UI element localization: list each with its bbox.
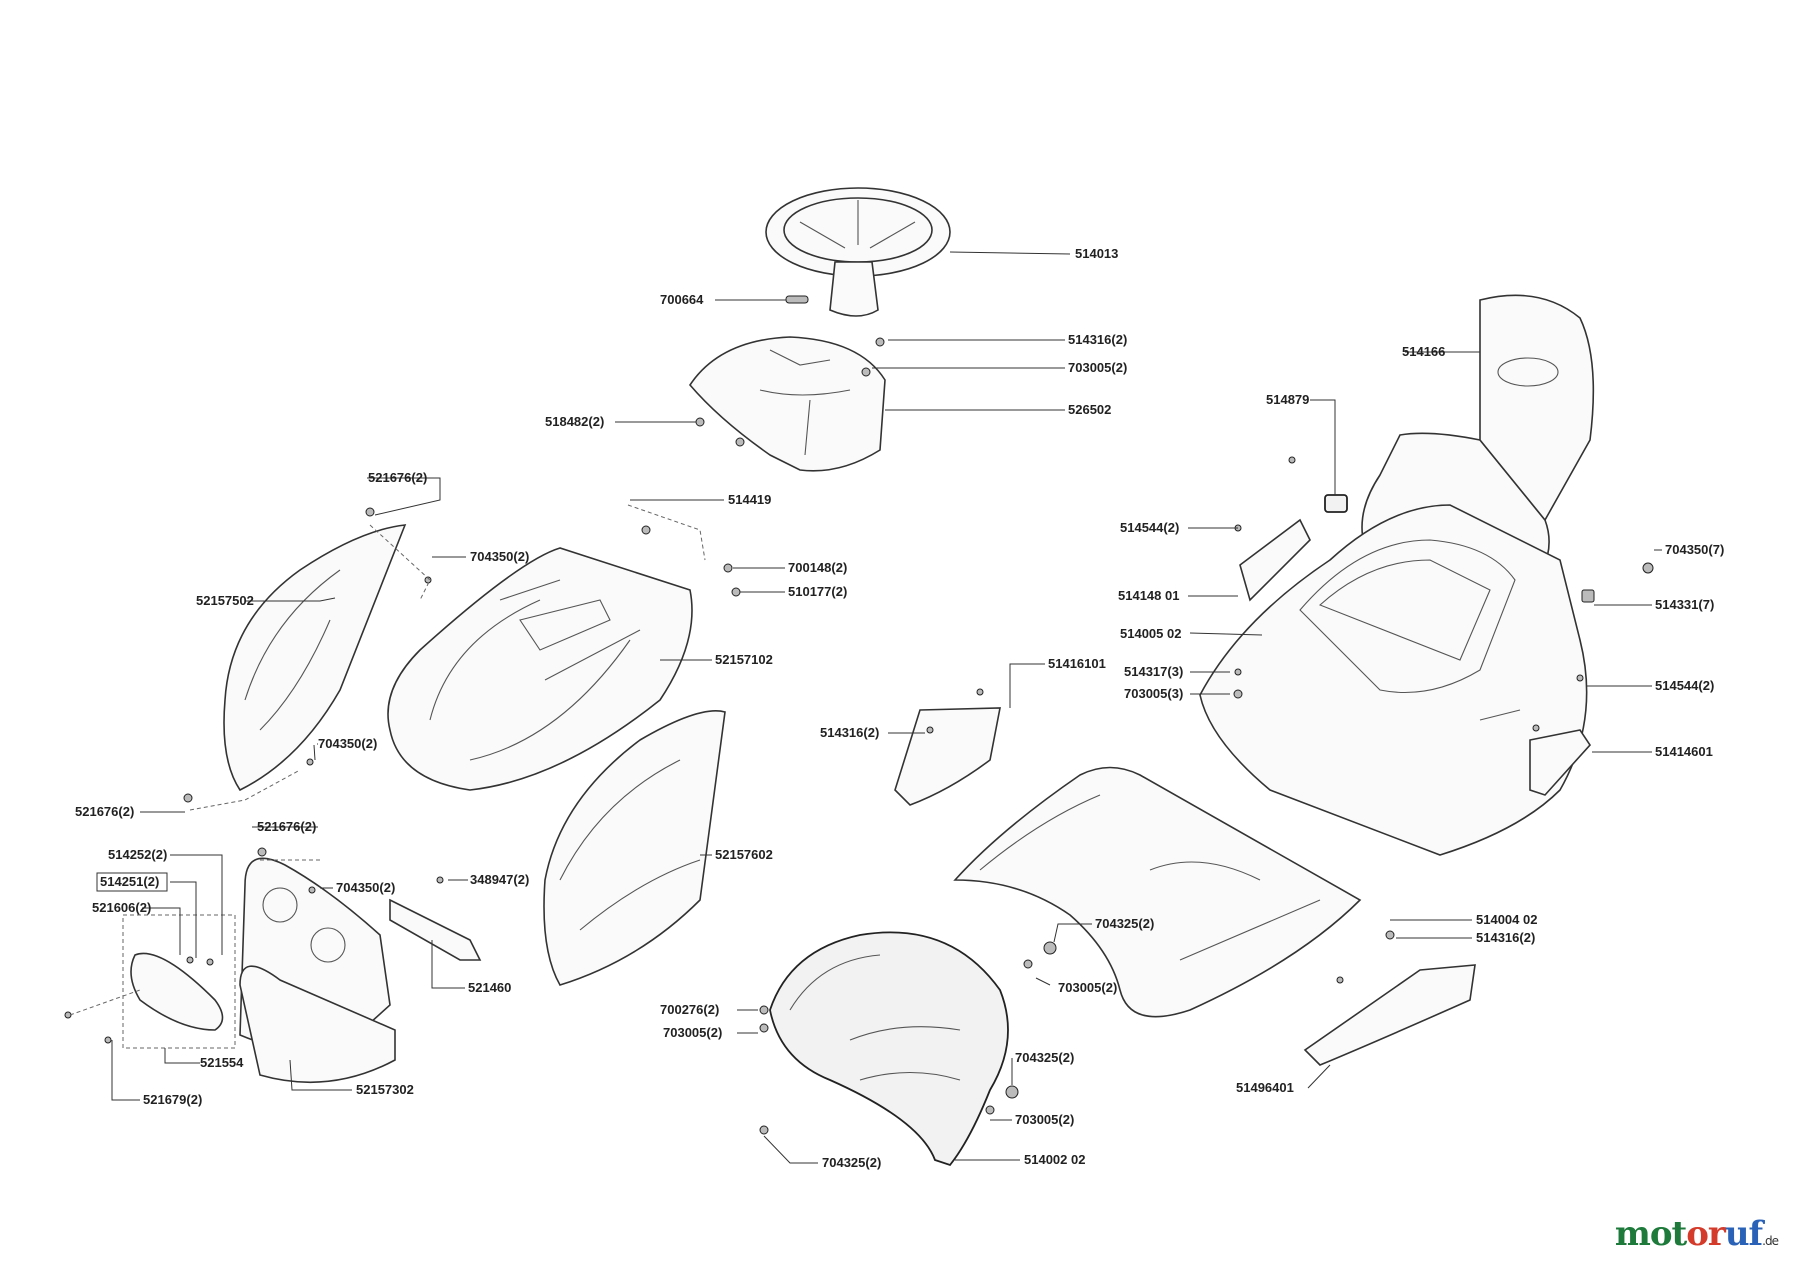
label-51416101: 51416101 <box>1048 656 1106 671</box>
label-514317: 514317(3) <box>1124 664 1183 679</box>
brand-tld: .de <box>1762 1234 1779 1248</box>
label-514005: 514005 02 <box>1120 626 1181 641</box>
fuel-cap-cover <box>1239 518 1311 602</box>
label-514316-c: 514316(2) <box>1476 930 1535 945</box>
label-51414601: 51414601 <box>1655 744 1713 759</box>
label-703005-c: 703005(2) <box>1058 980 1117 995</box>
label-514004: 514004 02 <box>1476 912 1537 927</box>
label-521679: 521679(2) <box>143 1092 202 1107</box>
rear-side-trim <box>1529 729 1592 796</box>
label-703005-b: 703005(3) <box>1124 686 1183 701</box>
label-703005-d: 703005(2) <box>663 1025 722 1040</box>
label-514544-b: 514544(2) <box>1655 678 1714 693</box>
label-521676-a: 521676(2) <box>368 470 427 485</box>
label-514002: 514002 02 <box>1024 1152 1085 1167</box>
left-side-panel <box>223 524 407 792</box>
label-704325-a: 704325(2) <box>1095 916 1154 931</box>
label-52157602: 52157602 <box>715 847 773 862</box>
label-521554: 521554 <box>200 1055 244 1070</box>
footrest-left <box>894 707 1001 806</box>
label-521676-c: 521676(2) <box>257 819 316 834</box>
label-514419: 514419 <box>728 492 771 507</box>
label-514148: 514148 01 <box>1118 588 1179 603</box>
label-521676-b: 521676(2) <box>75 804 134 819</box>
label-703005-e: 703005(2) <box>1015 1112 1074 1127</box>
label-514013: 514013 <box>1075 246 1118 261</box>
label-514316-b: 514316(2) <box>820 725 879 740</box>
label-52157302: 52157302 <box>356 1082 414 1097</box>
label-514166: 514166 <box>1402 344 1445 359</box>
label-514879: 514879 <box>1266 392 1309 407</box>
footrest-right <box>1303 964 1476 1066</box>
hood <box>387 547 693 791</box>
label-518482: 518482(2) <box>545 414 604 429</box>
label-514316-a: 514316(2) <box>1068 332 1127 347</box>
floor-pan <box>953 766 1362 1018</box>
label-703005-a: 703005(2) <box>1068 360 1127 375</box>
label-521606: 521606(2) <box>92 900 151 915</box>
leader-lines <box>111 251 1662 1164</box>
steering-wheel <box>765 187 951 317</box>
label-700664: 700664 <box>660 292 704 307</box>
right-side-panel <box>543 710 726 986</box>
label-704350-c: 704350(2) <box>336 880 395 895</box>
part-labels: 514013 700664 514316(2) 703005(2) 526502… <box>75 246 1724 1170</box>
label-514544-a: 514544(2) <box>1120 520 1179 535</box>
label-52157502: 52157502 <box>196 593 254 608</box>
front-fascia <box>769 931 1009 1167</box>
label-700276: 700276(2) <box>660 1002 719 1017</box>
label-700148: 700148(2) <box>788 560 847 575</box>
label-514252: 514252(2) <box>108 847 167 862</box>
key-part <box>785 295 809 304</box>
label-521460: 521460 <box>468 980 511 995</box>
label-526502: 526502 <box>1068 402 1111 417</box>
brand-part-2: or <box>1686 1214 1726 1254</box>
headlight-lens <box>122 914 236 1049</box>
label-51496401: 51496401 <box>1236 1080 1294 1095</box>
switch-514879 <box>1324 494 1348 513</box>
bracket-521460 <box>389 898 482 961</box>
fasteners <box>64 337 1654 1135</box>
dashboard-cover <box>688 336 886 472</box>
brand-logo: motoruf.de <box>1614 1214 1779 1254</box>
front-bumper <box>239 965 396 1084</box>
label-52157102: 52157102 <box>715 652 773 667</box>
assembly-lines <box>69 504 706 1016</box>
label-514251-box <box>96 872 168 892</box>
label-514251: 514251(2) <box>100 874 159 889</box>
brand-part-1: mot <box>1614 1214 1687 1254</box>
label-514331: 514331(7) <box>1655 597 1714 612</box>
label-704325-b: 704325(2) <box>1015 1050 1074 1065</box>
label-348947: 348947(2) <box>470 872 529 887</box>
brand-part-3: uf <box>1724 1214 1763 1254</box>
rear-body <box>1199 504 1588 856</box>
label-510177: 510177(2) <box>788 584 847 599</box>
label-704350-b: 704350(2) <box>318 736 377 751</box>
label-704350-d: 704350(7) <box>1665 542 1724 557</box>
label-704325-c: 704325(2) <box>822 1155 881 1170</box>
label-704350-a: 704350(2) <box>470 549 529 564</box>
